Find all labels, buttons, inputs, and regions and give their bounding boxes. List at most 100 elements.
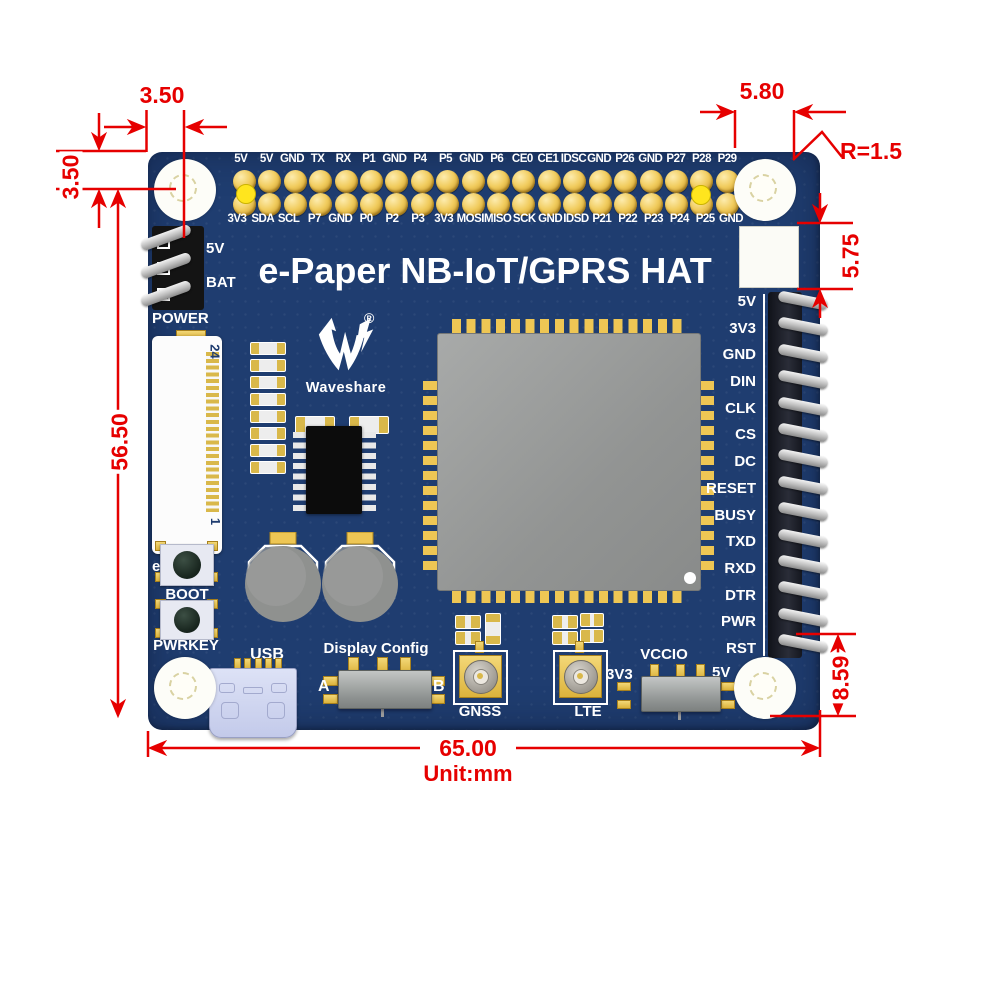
header-pin: [715, 193, 739, 216]
smd-component: [250, 376, 286, 389]
module-pins-left: [423, 381, 437, 575]
lte-label: LTE: [574, 703, 602, 720]
pin-label: SCL: [277, 213, 300, 225]
dim-top-left-v: 3.50: [58, 151, 84, 203]
ic-pins-right: [361, 432, 376, 512]
right-pin-label: RST: [726, 640, 756, 658]
smd-component: [250, 393, 286, 406]
right-pin-label: CS: [735, 426, 756, 444]
power-bat-label: BAT: [206, 274, 236, 291]
waveshare-logo-icon: [318, 317, 374, 371]
pin-label: P25: [695, 213, 715, 225]
right-pin-label: GND: [722, 346, 756, 364]
module-pin1-dot: [684, 572, 696, 584]
dim-right-bottom: 8.59: [828, 652, 854, 704]
usb-detail: [219, 683, 235, 693]
header-pin: [436, 193, 460, 216]
header-pin: [512, 193, 536, 216]
smd-column: [250, 342, 286, 474]
header-pin: [588, 170, 612, 193]
switch-lever: [678, 708, 681, 720]
header-pin: [639, 170, 663, 193]
header40-pins-row1: [233, 170, 739, 194]
switch-pad: [323, 694, 338, 704]
usb-detail: [267, 702, 285, 719]
header-pin: [537, 170, 561, 193]
switch-pad: [721, 700, 735, 709]
dim-left-height: 56.50: [107, 410, 133, 474]
mounting-hole: [734, 159, 796, 221]
pwrkey-button-cap: [174, 607, 200, 633]
header-pin: [385, 170, 409, 193]
dim-corner-radius: R=1.5: [840, 138, 903, 164]
display-config-switch: [338, 670, 432, 709]
pin-label: P27: [666, 153, 686, 165]
pin-label: IDSD: [563, 213, 589, 225]
header-pin: [487, 170, 511, 193]
module-pins-top: [452, 319, 686, 333]
smd: [455, 631, 481, 645]
dim-right-top: 5.75: [837, 233, 864, 279]
pin-label: GND: [382, 153, 407, 165]
pin-label: GND: [538, 213, 563, 225]
header-pin: [283, 170, 307, 193]
epaper-pin1-label: 1: [208, 517, 224, 526]
pin-label: P1: [362, 153, 376, 165]
brand-name: Waveshare: [305, 380, 387, 396]
pin-label: P5: [439, 153, 453, 165]
smd: [580, 629, 604, 643]
pin1-marker-dot: [236, 184, 256, 204]
smd: [580, 613, 604, 627]
right-pin-label: DIN: [730, 373, 756, 391]
header-pin: [436, 170, 460, 193]
pin-label: SDA: [251, 213, 275, 225]
header-pin: [664, 193, 688, 216]
module-pins-right: [700, 381, 714, 575]
header-pin: [258, 193, 282, 216]
ic-chip: [306, 426, 362, 514]
smd-component: [250, 444, 286, 457]
mounting-hole: [154, 159, 216, 221]
switch-pad: [617, 700, 631, 709]
power-label: POWER: [152, 310, 209, 327]
pin-label: P24: [669, 213, 689, 225]
pin-label: P22: [618, 213, 638, 225]
display-config-b-label: B: [433, 678, 445, 695]
pin-label: 3V3: [434, 213, 454, 225]
header-pin: [360, 170, 384, 193]
right-pin-label: 3V3: [729, 319, 756, 337]
right-pin-label: RESET: [705, 479, 756, 497]
registered-mark: ®: [364, 310, 375, 326]
pin-label: P4: [413, 153, 427, 165]
dim-top-right-h: 5.80: [739, 78, 785, 104]
smd: [552, 631, 578, 645]
right-pin-label: BUSY: [714, 506, 756, 524]
pin-label: P3: [411, 213, 425, 225]
right-pin-label: RXD: [724, 560, 756, 578]
pin-label: MOSI: [456, 213, 485, 225]
smd-component: [250, 461, 286, 474]
board-title: e-Paper NB-IoT/GPRS HAT: [258, 250, 712, 291]
pin-label: GND: [459, 153, 484, 165]
smd-component: [250, 359, 286, 372]
right-pin-label: DTR: [725, 586, 756, 604]
header-pin: [563, 193, 587, 216]
header-pin: [283, 193, 307, 216]
smd-component: [250, 427, 286, 440]
pin-label: P28: [692, 153, 711, 165]
header-pin: [537, 193, 561, 216]
pin-marker-dot: [691, 185, 711, 205]
header-pin: [258, 170, 282, 193]
pin-label: 3V3: [227, 213, 247, 225]
pin-label: P26: [615, 153, 635, 165]
pin-label: P23: [644, 213, 663, 225]
dim-top-left-h: 3.50: [139, 82, 185, 108]
header-pin: [639, 193, 663, 216]
switch-pad: [617, 682, 631, 691]
switch-pad: [323, 676, 338, 686]
header-pin: [461, 193, 485, 216]
pwrkey-button: [160, 600, 214, 640]
